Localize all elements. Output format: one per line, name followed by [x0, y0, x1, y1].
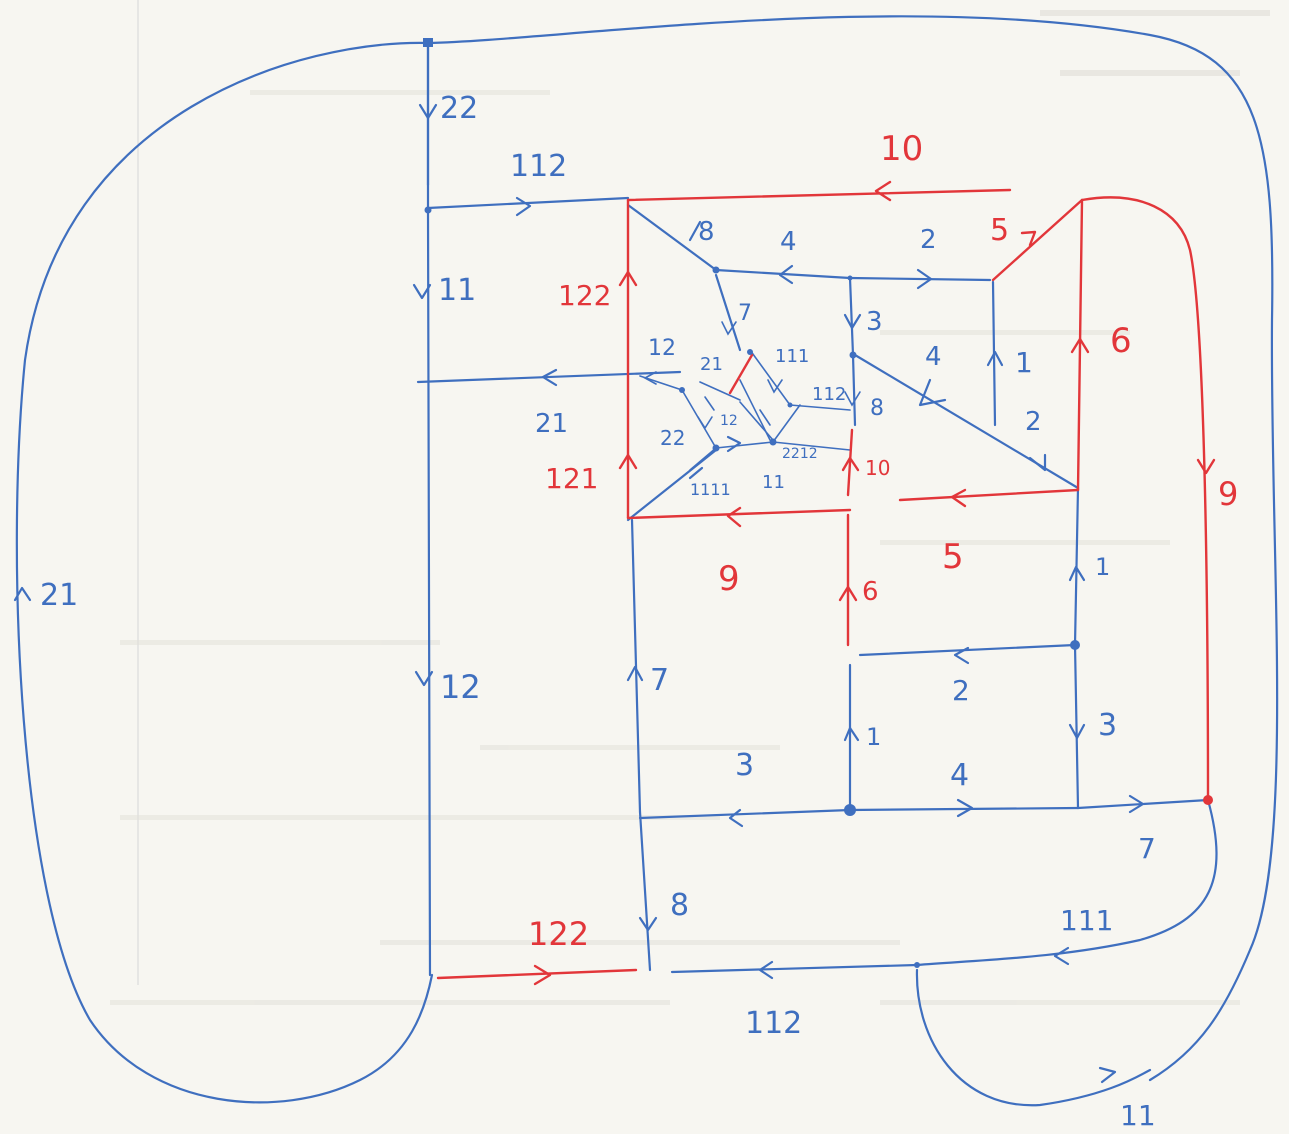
label-10-in: 10 — [865, 456, 890, 480]
label-11-left: 11 — [438, 273, 476, 308]
node-k — [844, 804, 856, 816]
label-11-bottom: 11 — [1120, 1099, 1156, 1132]
node-h — [712, 444, 720, 452]
label-3-in: 3 — [866, 307, 883, 337]
label-3-right: 3 — [1098, 708, 1117, 743]
label-5-top: 5 — [990, 213, 1009, 248]
node-j — [1070, 640, 1080, 650]
edge-mid-21 — [416, 370, 682, 384]
edge-vert-8 — [638, 810, 652, 972]
label-9-right: 9 — [1218, 475, 1238, 513]
edge-inner-top-2 — [848, 276, 992, 282]
edge-red-9-bottom — [626, 508, 852, 520]
label-2212: 2212 — [782, 446, 818, 462]
label-112-bottom: 112 — [745, 1006, 802, 1041]
label-1111: 1111 — [690, 480, 731, 499]
edge-horiz-4 — [848, 806, 1080, 812]
edge-diag-1111 — [626, 448, 718, 522]
edge-red-5-bottom — [898, 488, 1080, 502]
label-111-br: 111 — [1060, 904, 1113, 937]
label-21-outer: 21 — [40, 578, 78, 613]
nodes — [423, 38, 1213, 968]
label-9-bottom: 9 — [718, 559, 740, 599]
node-b — [712, 266, 720, 274]
red-edges — [436, 188, 1210, 980]
label-12-left: 12 — [440, 668, 481, 706]
edge-inner-3 — [848, 276, 855, 357]
node-f — [679, 387, 685, 393]
node-a — [424, 206, 432, 214]
label-6-bottom: 6 — [862, 577, 879, 607]
edge-diag-8 — [626, 203, 718, 272]
edge-inner-7 — [714, 273, 742, 352]
node-e — [747, 349, 753, 355]
label-8-tl: 8 — [698, 217, 715, 247]
edge-inner-8 — [851, 353, 857, 427]
label-8-bottom: 8 — [670, 888, 689, 923]
label-6-right: 6 — [1110, 321, 1132, 361]
label-3-low: 3 — [735, 748, 754, 783]
node-i — [769, 438, 777, 446]
edge-top-112 — [426, 196, 630, 210]
label-122-bottom: 122 — [528, 915, 589, 953]
node-top — [423, 38, 433, 47]
edge-red-5-top — [991, 198, 1084, 282]
node-d — [849, 351, 857, 359]
edge-horiz-2-low — [858, 643, 1077, 657]
label-12-small: 12 — [720, 413, 738, 429]
label-122-left: 122 — [558, 279, 611, 312]
label-4-top: 4 — [780, 227, 797, 257]
edge-bottom-loop — [915, 968, 1152, 1107]
edge-red-inner-diag — [728, 353, 754, 395]
edge-bottom-112 — [670, 963, 919, 974]
label-4-mid: 4 — [925, 342, 942, 372]
label-7-in: 7 — [738, 301, 752, 326]
arrowheads — [13, 103, 1216, 1084]
node-m — [914, 962, 920, 968]
label-112-top: 112 — [510, 149, 567, 184]
edge-outer-left-loop — [15, 41, 434, 1104]
label-11-in: 11 — [762, 472, 785, 493]
label-1-low: 1 — [866, 723, 881, 751]
paper-backdrop — [110, 0, 1270, 1005]
label-2-mid: 2 — [1025, 407, 1042, 437]
label-7-br: 7 — [1138, 832, 1156, 865]
node-g — [787, 402, 793, 408]
edge-red-9-right — [1080, 196, 1210, 802]
label-112-in: 112 — [812, 384, 846, 405]
label-8-in: 8 — [870, 396, 884, 421]
edge-vert-3-low — [1073, 643, 1080, 810]
label-5-bottom: 5 — [942, 537, 964, 577]
label-111-in: 111 — [775, 346, 809, 367]
label-10-top: 10 — [880, 129, 923, 169]
node-l — [1203, 795, 1213, 805]
edge-red-10-top — [626, 188, 1012, 202]
label-21-left: 21 — [535, 409, 568, 439]
label-22-in: 22 — [660, 426, 685, 450]
edge-red-10-inner — [846, 428, 854, 497]
label-22-top: 22 — [440, 91, 478, 126]
edge-labels: 22 112 10 8 4 2 5 11 122 7 3 12 21 111 4… — [40, 91, 1238, 1132]
label-2-top: 2 — [920, 225, 937, 255]
label-7-left: 7 — [650, 663, 669, 698]
edge-red-6-right — [1076, 198, 1084, 492]
label-1-r: 1 — [1095, 553, 1110, 581]
edge-red-122-bottom — [436, 968, 638, 980]
edge-outer-top-right — [426, 15, 1279, 1082]
label-21-in: 21 — [700, 354, 723, 375]
label-12-in: 12 — [648, 336, 676, 361]
edge-right-return — [915, 798, 1218, 967]
edge-horiz-3 — [638, 808, 852, 820]
label-1-mid: 1 — [1015, 346, 1033, 379]
label-121: 121 — [545, 462, 598, 495]
node-c — [847, 275, 853, 281]
label-4-low: 4 — [950, 758, 969, 793]
blue-edges — [15, 15, 1279, 1107]
label-2-low: 2 — [952, 674, 970, 707]
edge-vert-7 — [630, 518, 642, 814]
